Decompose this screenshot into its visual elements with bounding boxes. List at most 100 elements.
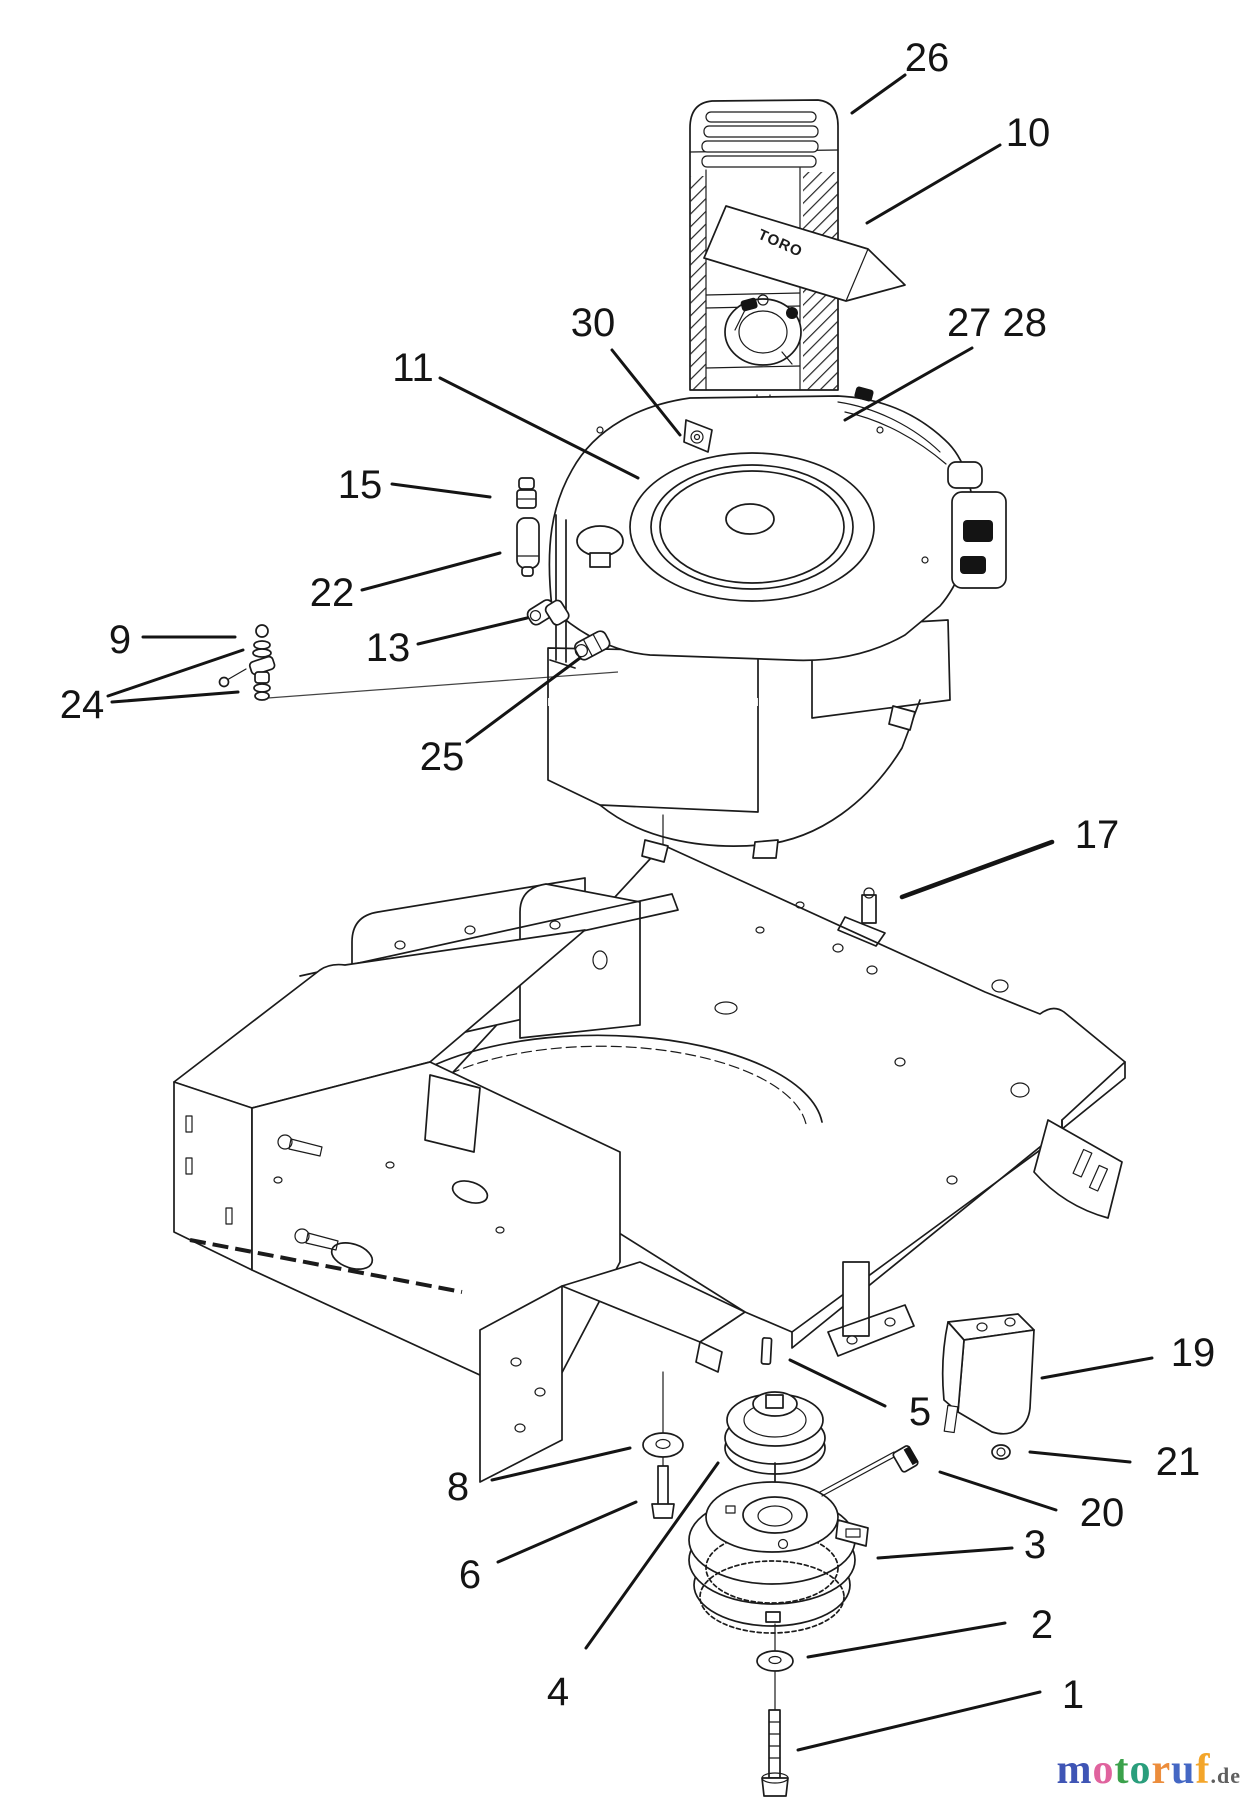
callout-leader-4 [584,1461,720,1650]
engine-mount-arc-inner [411,1045,807,1125]
oil-drain-stub [888,705,916,731]
pulley-4 [724,1391,826,1517]
chassis-frame [173,844,1126,1483]
clutch-stop-bracket-19 [941,1313,1035,1435]
bulkhead-plate-right [519,883,641,1039]
oil-fill-cap [576,525,624,568]
panel-hole [534,1387,546,1397]
fan-screen-mesh [659,470,845,584]
vent-slot [701,140,819,153]
wing-slot [1088,1164,1109,1192]
panel-tab [695,1341,723,1373]
callout-11: 11 [392,346,434,390]
bolt-6 [651,1456,675,1519]
toro-tag: TORO [703,205,906,302]
bulkhead-hole [464,925,476,935]
cylinder-fins-left [547,647,759,813]
deck-hole [866,965,878,975]
watermark-letter: o [1129,1747,1152,1793]
callout-leader-8 [490,1446,632,1482]
clutch-assembly [642,1313,1035,1797]
callout-leader-5 [788,1358,887,1408]
nut-21 [991,1444,1011,1460]
shroud-mount-tab [683,419,713,453]
callout-leader-3 [876,1546,1014,1560]
bulkhead-hole [394,940,406,950]
callout-leader-10 [865,143,1002,225]
callout-9: 9 [109,618,131,662]
callout-leader-11 [438,376,640,480]
callout-21: 21 [1156,1440,1201,1484]
clutch-tab [835,1519,869,1547]
bulkhead-slot [592,950,608,970]
keyhole-slot [277,1134,323,1157]
callout-2: 2 [1031,1603,1053,1647]
fuel-filter-22 [516,517,540,577]
callout-3: 3 [1024,1523,1046,1567]
shroud-bolt [921,556,929,564]
callout-leader-30 [610,348,682,437]
side-slot [185,1115,193,1133]
front-panel-left [479,1285,563,1483]
callout-leader-1 [796,1690,1042,1752]
clutch-hub-stub [765,1611,781,1623]
fitting-reference-line [267,671,619,699]
deck-right-skirt [791,1061,1126,1349]
corner-tab-hole [991,979,1009,993]
crankcase-outline [599,699,921,847]
front-mount-bracket [827,1261,915,1357]
vent-slot [703,125,819,138]
engine-mount-arc [391,1034,823,1123]
callout-27-28: 27 28 [947,301,1047,345]
electric-clutch-3 [688,1481,869,1634]
callout-5: 5 [909,1390,931,1434]
washer-2 [756,1650,794,1672]
shroud-ridge [837,401,947,465]
watermark-suffix: .de [1210,1763,1241,1788]
watermark-letter: f [1195,1747,1211,1793]
vent-slot [701,155,817,168]
deck-hole [1010,1082,1030,1098]
callout-15: 15 [338,463,383,507]
watermark-letter: u [1171,1747,1196,1793]
vent-slot [705,111,817,123]
front-bottom-edge [189,1238,463,1294]
callout-17: 17 [1075,813,1120,857]
watermark-letter: r [1151,1747,1172,1793]
callout-leader-27-28 [843,346,974,422]
watermark-logo: motoruf.de [1056,1746,1241,1794]
bolt-1 [761,1671,789,1797]
callout-leader-6 [496,1500,638,1564]
engine-assembly [547,386,1007,863]
deck-hole [894,1057,906,1067]
callout-leader-24 [110,690,240,704]
callout-6: 6 [459,1553,481,1597]
anti-rotation-pin-20 [819,1445,919,1497]
fan-screen-outer [629,452,875,602]
side-slot [185,1157,193,1175]
callout-30: 30 [571,301,616,345]
fins-band [548,698,758,706]
callout-1: 1 [1062,1673,1084,1717]
throttle-bracket [854,386,874,402]
side-slot [225,1207,233,1225]
fitting-15 [516,477,537,509]
left-box-lid [173,929,586,1109]
callout-leader-19 [1040,1356,1154,1380]
callout-leader-24 [106,648,245,698]
panel-hole [510,1357,522,1367]
fan-screen-ring [650,464,854,590]
deck-hole [832,943,844,953]
callout-24: 24 [60,683,105,727]
callout-19: 19 [1171,1331,1216,1375]
engine-foot [641,839,669,863]
shaft-key-5 [760,1337,773,1365]
deck-hole [795,901,805,909]
front-square-hole [424,1074,481,1153]
callout-leader-26 [850,73,907,115]
shroud-bolt [876,426,884,434]
panel-hole [514,1423,526,1433]
tower-side-vents-left [690,176,706,390]
